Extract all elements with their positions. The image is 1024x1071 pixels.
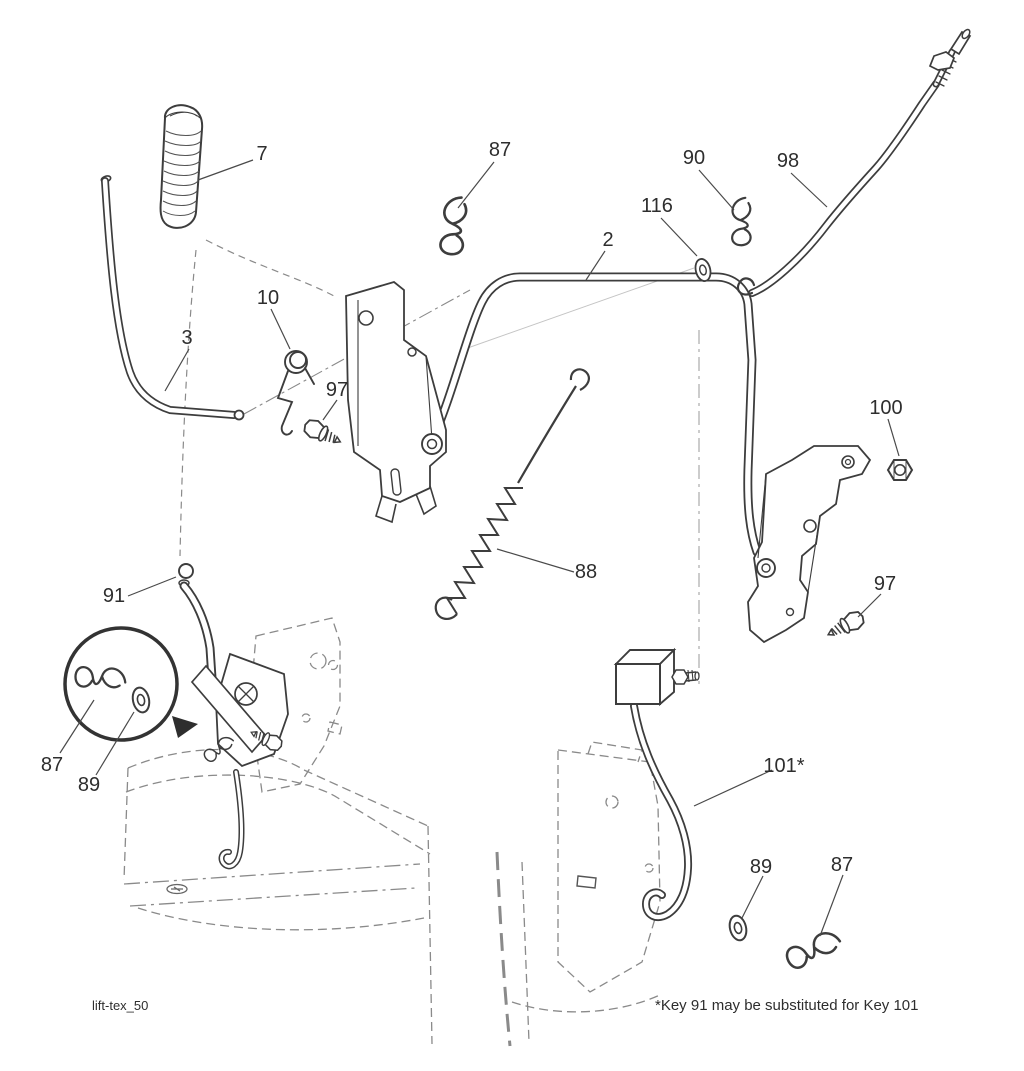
torsion-spring-10 bbox=[276, 350, 315, 436]
callout-3: 3 bbox=[181, 327, 192, 349]
clip-87-top bbox=[433, 193, 476, 259]
callout-89-lower: 89 bbox=[750, 856, 772, 878]
callout-2: 2 bbox=[602, 229, 613, 251]
callout-116: 116 bbox=[641, 195, 673, 217]
callout-87-detail: 87 bbox=[41, 754, 63, 776]
callout-100: 100 bbox=[869, 397, 902, 419]
callout-87-lower: 87 bbox=[831, 854, 853, 876]
clip-90 bbox=[726, 195, 758, 248]
link-101 bbox=[613, 647, 700, 921]
lift-rod-98 bbox=[736, 28, 972, 297]
link-91 bbox=[178, 563, 289, 870]
right-bracket bbox=[747, 445, 872, 644]
nut-100 bbox=[886, 459, 914, 481]
center-bracket bbox=[345, 281, 447, 524]
callout-90: 90 bbox=[683, 147, 705, 169]
callout-88: 88 bbox=[575, 561, 597, 583]
callout-101: 101* bbox=[763, 755, 804, 777]
cross-shaft-2 bbox=[429, 272, 762, 557]
detail-circle bbox=[63, 626, 198, 742]
callout-87-top: 87 bbox=[489, 139, 511, 161]
extension-spring-88 bbox=[434, 368, 590, 620]
bolt-97-left bbox=[300, 415, 346, 451]
callout-7: 7 bbox=[256, 143, 267, 165]
bolt-97-right bbox=[823, 607, 868, 644]
callout-98: 98 bbox=[777, 150, 799, 172]
callout-91: 91 bbox=[103, 585, 125, 607]
grip-7 bbox=[159, 104, 204, 229]
callout-10: 10 bbox=[257, 287, 279, 309]
callout-97-left: 97 bbox=[326, 379, 348, 401]
callout-labels: 7 87 90 98 116 2 10 3 97 100 88 91 97 87… bbox=[41, 139, 903, 878]
detail-arrow-icon bbox=[172, 716, 198, 738]
clip-87-lower bbox=[782, 927, 846, 972]
deck-right-phantom bbox=[495, 741, 663, 1047]
callout-97-right: 97 bbox=[874, 573, 896, 595]
figure-code: lift-tex_50 bbox=[92, 998, 148, 1013]
substitution-footnote: *Key 91 may be substituted for Key 101 bbox=[655, 997, 919, 1014]
handle-shaft-3 bbox=[100, 175, 245, 421]
deck-left-detail bbox=[166, 883, 188, 895]
leader-lines bbox=[59, 159, 900, 937]
washer-89-lower bbox=[726, 912, 750, 944]
deck-right-block bbox=[576, 875, 597, 889]
callout-89-detail: 89 bbox=[78, 774, 100, 796]
